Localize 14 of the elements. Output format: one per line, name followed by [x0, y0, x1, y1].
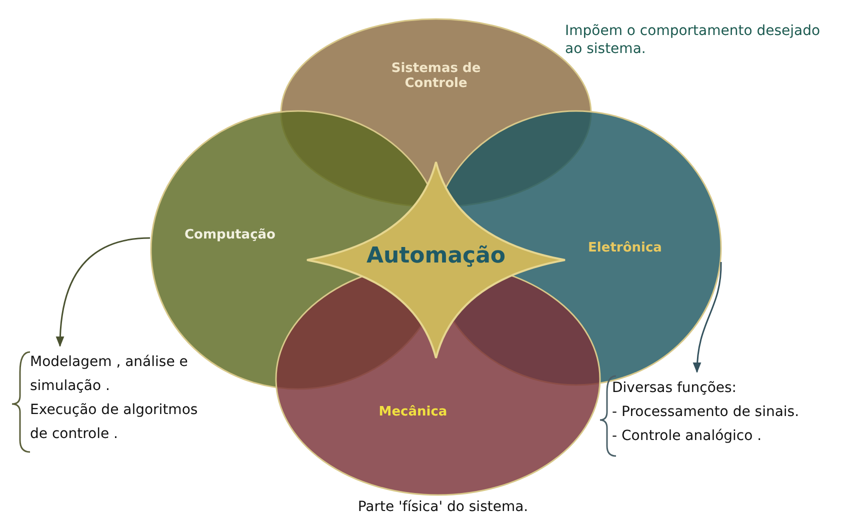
note-text: Modelagem , análise e simulação .	[30, 353, 189, 396]
note-text: Diversas funções:	[612, 379, 738, 398]
circle-label: Computação	[184, 228, 276, 242]
arrow	[56, 237, 150, 348]
caption-text: Parte 'física' do sistema.	[356, 498, 530, 515]
note-text: Execução de algoritmos de controle .	[30, 401, 199, 444]
circle-label: Sistemas de Controle	[390, 61, 482, 91]
arrow	[693, 262, 722, 374]
note-text: - Controle analógico .	[612, 427, 763, 446]
note-text: - Processamento de sinais.	[612, 403, 800, 422]
circle-label: Mecânica	[378, 404, 448, 420]
circle-label: Eletrônica	[587, 240, 663, 256]
center-title: Automação	[366, 244, 506, 268]
annotation-text: Impõem o comportamento desejado ao sistema.	[565, 22, 822, 58]
